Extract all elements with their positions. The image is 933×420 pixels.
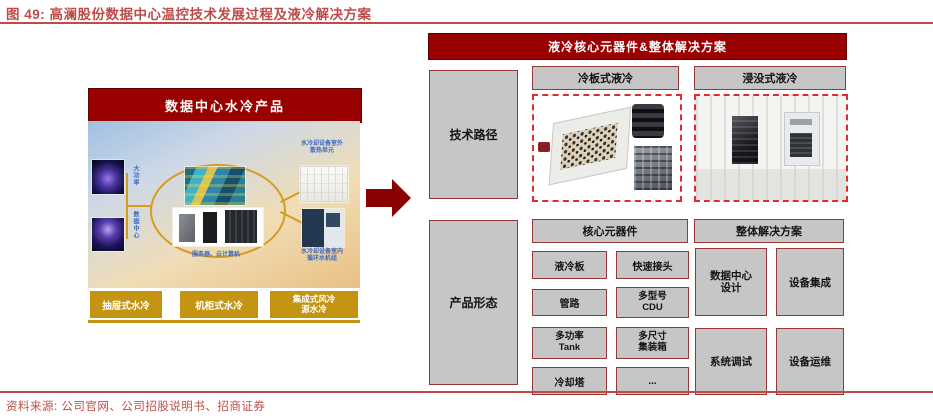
product-box-cabinet: 机柜式水冷 — [180, 291, 258, 318]
immersion-tank-photo — [732, 116, 758, 164]
pipes-overlay — [185, 167, 245, 205]
title-underline — [0, 22, 933, 24]
unit-detail — [326, 213, 340, 227]
core-item-cold-plate: 液冷板 — [532, 251, 607, 279]
core-item-container: 多尺寸 集装箱 — [616, 327, 689, 359]
core-item-cdu: 多型号 CDU — [616, 287, 689, 318]
ellipse-caption: 服务器、云计算机 — [191, 252, 240, 258]
core-item-cooling-tower: 冷却塔 — [532, 367, 607, 395]
cabinet-vent — [790, 119, 812, 125]
header-core-components: 核心元器件 — [532, 219, 688, 243]
tech-header-immersion: 浸没式液冷 — [694, 66, 846, 90]
cabinet-shape-2 — [203, 212, 217, 243]
vertical-label-bottom: 数据中心 — [132, 211, 138, 239]
water-panel-header: 数据中心水冷产品 — [88, 88, 362, 123]
solution-panel-header: 液冷核心元器件&整体解决方案 — [428, 33, 847, 60]
product-box-drawer: 抽屉式水冷 — [90, 291, 162, 318]
cabinet-shape-1 — [179, 214, 195, 242]
core-item-more: ... — [616, 367, 689, 395]
cabinets-photo — [173, 208, 263, 246]
core-item-piping: 管路 — [532, 289, 607, 316]
water-cooling-panel: 数据中心水冷产品 大功率 数据中心 服务器、云计算机 — [88, 88, 362, 324]
rack-photo — [634, 146, 672, 190]
cold-plate-tray — [548, 106, 632, 186]
cooling-module-photo — [632, 104, 664, 138]
immersion-illustration — [694, 94, 848, 202]
header-overall-solutions: 整体解决方案 — [694, 219, 844, 243]
server-room-photo-2 — [92, 218, 124, 251]
vertical-label-top: 大功率 — [132, 165, 138, 186]
cabinet-shape-3 — [225, 210, 257, 243]
connector-part — [538, 142, 550, 152]
datacenter-interior-photo — [185, 167, 245, 205]
cdu-cabinet-photo — [784, 112, 820, 166]
product-box-integrated: 集成式风冷 源水冷 — [270, 291, 358, 318]
bracket-line-vertical — [126, 173, 128, 239]
tech-header-cold-plate: 冷板式液冷 — [532, 66, 679, 90]
outdoor-unit-label: 水冷却设备室外 散热单元 — [300, 141, 343, 154]
row-label-product-form: 产品形态 — [429, 220, 518, 385]
tank-slats — [732, 116, 758, 164]
bracket-line-horizontal — [128, 205, 151, 207]
solution-equipment-operation: 设备运维 — [776, 328, 844, 395]
product-ellipse — [150, 164, 286, 258]
solution-datacenter-design: 数据中心 设计 — [695, 248, 767, 316]
indoor-unit-photo — [302, 209, 344, 247]
pin-array — [560, 122, 618, 170]
background-streaks — [696, 96, 846, 200]
solution-equipment-integration: 设备集成 — [776, 248, 844, 316]
cold-plate-illustration — [532, 94, 682, 202]
solution-system-debugging: 系统调试 — [695, 328, 767, 395]
core-item-tank: 多功率 Tank — [532, 327, 607, 359]
core-item-quick-connector: 快速接头 — [616, 251, 689, 279]
row-label-tech-path: 技术路径 — [429, 70, 518, 199]
panel-bottom-line — [88, 320, 360, 323]
rack-grid-overlay — [634, 146, 672, 190]
source-note: 资料来源: 公司官网、公司招股说明书、招商证券 — [6, 401, 266, 413]
collage: 大功率 数据中心 服务器、云计算机 水冷却设备室外 散热单元 — [88, 121, 360, 288]
bottom-rule — [0, 391, 933, 393]
immersion-background — [696, 96, 846, 200]
right-arrow-icon — [366, 179, 411, 217]
indoor-unit-label: 水冷却设备室内 循环水机组 — [300, 249, 343, 262]
server-room-photo-1 — [92, 160, 124, 194]
figure-title: 图 49: 高澜股份数据中心温控技术发展过程及液冷解决方案 — [6, 7, 372, 22]
unit-sketch-lines — [301, 167, 347, 201]
outdoor-unit-photo — [300, 166, 348, 202]
cabinet-grille — [790, 133, 812, 157]
